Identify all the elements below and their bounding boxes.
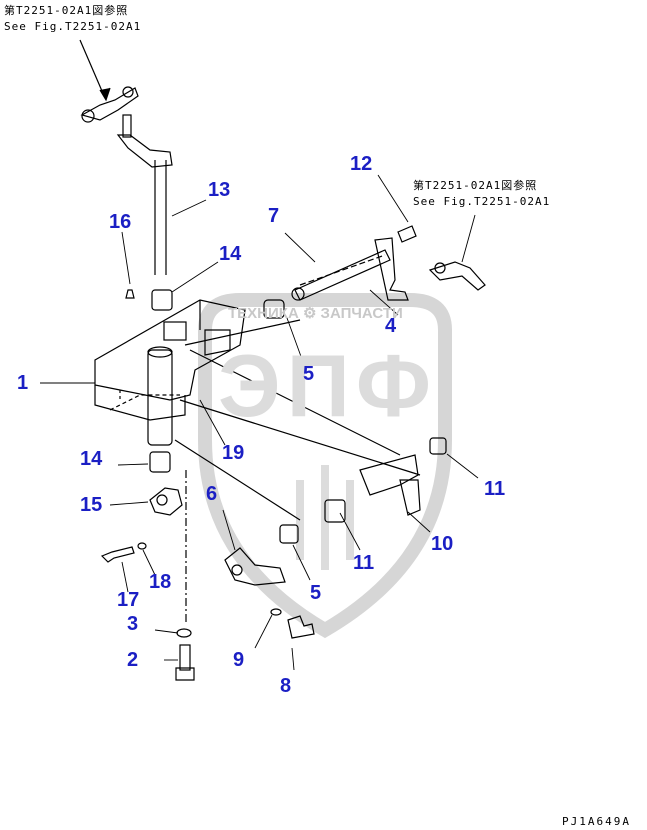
assembly-drawing (79, 39, 486, 681)
reference-top-left-jp: 第T2251-02A1図参照 (4, 4, 129, 17)
callout-14-upper: 14 (219, 243, 242, 265)
callout-11-lower: 11 (353, 552, 375, 574)
callout-2: 2 (127, 649, 139, 671)
callout-16: 16 (109, 211, 132, 233)
callout-7: 7 (268, 205, 280, 227)
drawing-code: PJ1A649A (562, 815, 631, 828)
callout-6: 6 (206, 483, 218, 505)
watermark-company-text: ТЕХНИКА ⚙ ЗАПЧАСТИ (228, 305, 403, 322)
callout-4: 4 (385, 315, 397, 337)
callout-14-lower: 14 (80, 448, 103, 470)
callout-3: 3 (127, 613, 139, 635)
callout-5-lower: 5 (310, 582, 322, 604)
callout-8: 8 (280, 675, 292, 697)
callout-17: 17 (117, 589, 140, 611)
callout-19: 19 (222, 442, 245, 464)
reference-right-jp: 第T2251-02A1図参照 (413, 179, 538, 192)
callout-1: 1 (17, 372, 29, 394)
callout-5-upper: 5 (303, 363, 315, 385)
callout-15: 15 (80, 494, 103, 516)
callout-11-right: 11 (484, 478, 506, 500)
reference-right-en: See Fig.T2251-02A1 (413, 195, 551, 208)
callout-12: 12 (350, 153, 373, 175)
reference-top-left-en: See Fig.T2251-02A1 (4, 20, 142, 33)
callout-13: 13 (208, 179, 231, 201)
callout-18: 18 (149, 571, 172, 593)
watermark-logo-text: ЭПФ (218, 336, 437, 435)
callout-10: 10 (431, 533, 454, 555)
leader-lines (40, 174, 479, 671)
callout-9: 9 (233, 649, 245, 671)
